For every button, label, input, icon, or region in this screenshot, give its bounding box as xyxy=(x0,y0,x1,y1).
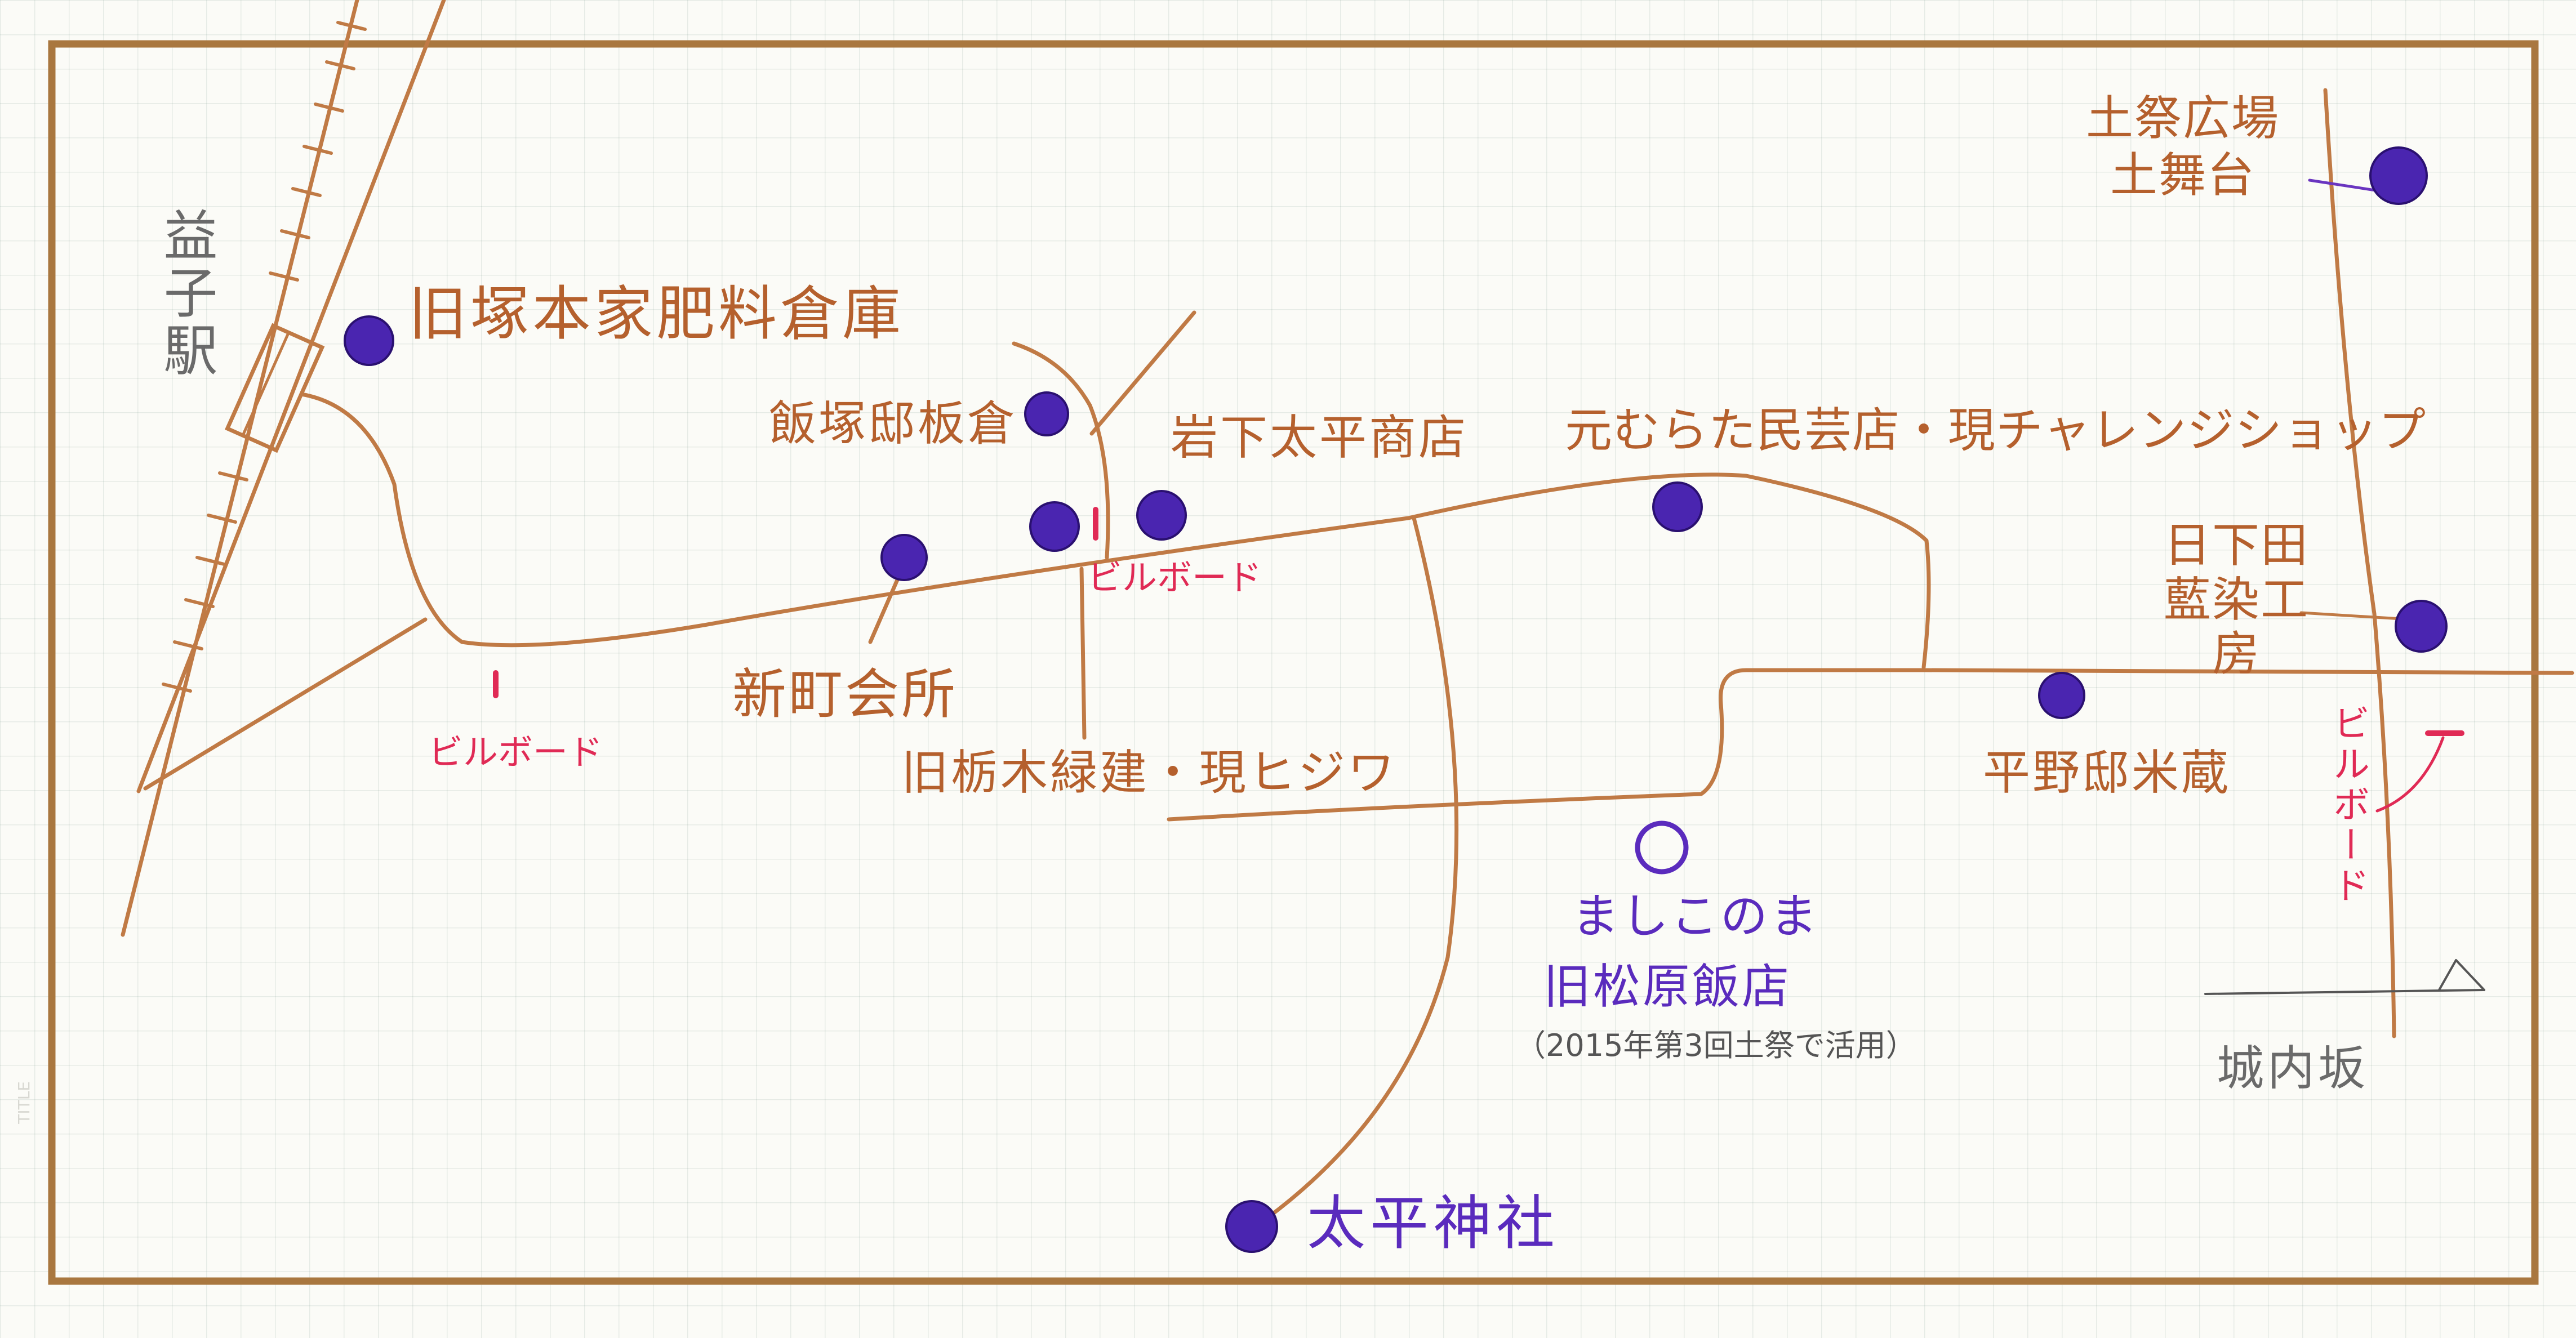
mashinoma-former-name: 旧松原飯店 xyxy=(1543,959,1792,1014)
roads xyxy=(143,88,2574,1224)
dot-iwashita xyxy=(1136,490,1187,541)
map-frame xyxy=(48,40,2539,1285)
dot-dye-workshop xyxy=(2395,600,2448,653)
mashinoma-name: ましこのま xyxy=(1572,889,1820,944)
billboard-label-center: ビルボード xyxy=(1087,557,1262,598)
billboard-markers xyxy=(493,507,2464,813)
dot-hiroba xyxy=(2369,146,2428,205)
label-folk-craft: 元むらた民芸店・現チャレンジショップ xyxy=(1565,403,2427,458)
railway xyxy=(121,0,446,937)
label-fertilizer-warehouse: 旧塚本家肥料倉庫 xyxy=(408,279,905,348)
margin-title: TITLE xyxy=(15,1081,33,1124)
dot-hirano xyxy=(2038,672,2085,719)
label-iwashita: 岩下太平商店 xyxy=(1171,410,1469,465)
label-dye-workshop: 日下田藍染工房 xyxy=(2163,518,2309,682)
label-joukiri-slope: 城内坂 xyxy=(2217,1041,2369,1096)
label-shinmachi: 新町会所 xyxy=(732,663,958,726)
dot-shrine xyxy=(1225,1200,1278,1253)
dot-shinmachi xyxy=(880,534,928,581)
label-iizuka: 飯塚邸板倉 xyxy=(769,396,1017,451)
station-label: 益子駅 xyxy=(154,207,217,380)
dot-mashinoma xyxy=(1635,820,1689,875)
billboard-label-left: ビルボード xyxy=(428,732,603,773)
billboard-label-right: ビルボード xyxy=(2326,704,2370,907)
dot-iizuka xyxy=(1024,391,1069,436)
station-building xyxy=(225,323,325,453)
label-hiroba-stage: 土祭広場土舞台 xyxy=(2085,91,2280,203)
dot-billboard-house xyxy=(1029,501,1080,552)
label-hirano: 平野邸米蔵 xyxy=(1983,745,2231,800)
landmark-dots xyxy=(344,146,2448,1253)
label-tochigi: 旧栃木緑建・現ヒジワ xyxy=(901,745,1398,800)
label-shrine: 太平神社 xyxy=(1307,1189,1560,1257)
mashinoma-note: （2015年第3回土祭で活用） xyxy=(1515,1028,1916,1063)
dot-fertilizer-warehouse xyxy=(344,315,394,366)
dot-folk-craft xyxy=(1652,481,1703,532)
